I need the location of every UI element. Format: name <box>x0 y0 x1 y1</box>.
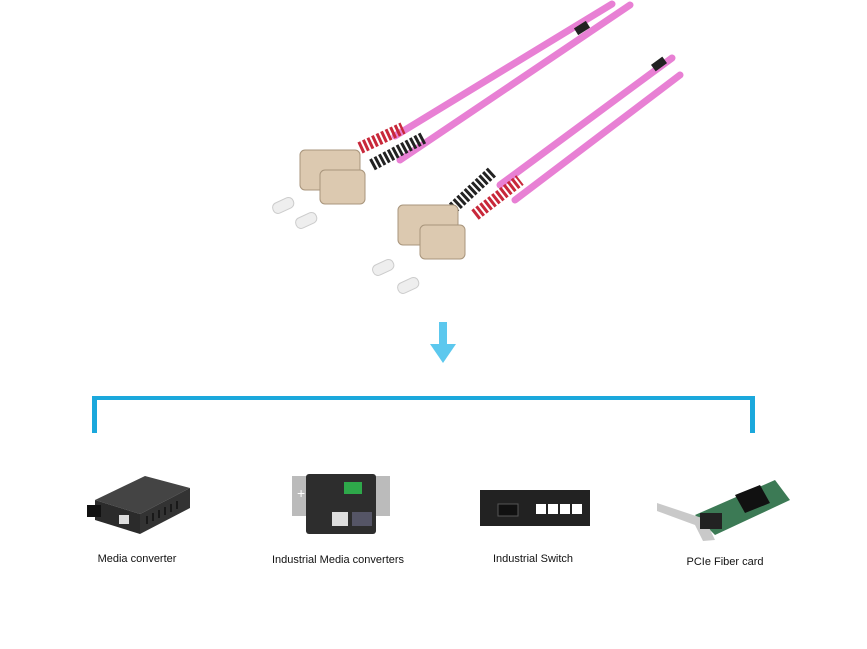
pcie-fiber-card-image <box>657 480 790 541</box>
down-arrow-icon <box>430 322 456 363</box>
svg-text:+: + <box>297 485 305 501</box>
fiber-patch-cable-image <box>272 0 684 294</box>
industrial-media-converter-image: + <box>292 474 390 534</box>
bracket-left <box>92 396 97 433</box>
device-label-pcie-fiber-card: PCIe Fiber card <box>686 556 764 568</box>
media-converter-image <box>87 476 190 534</box>
device-label-industrial-media-converters: Industrial Media converters <box>271 554 405 566</box>
bracket-horizontal <box>94 396 755 400</box>
industrial-switch-image <box>480 490 590 526</box>
device-label-media-converter: Media converter <box>97 553 177 565</box>
bracket-right <box>750 396 755 433</box>
device-label-industrial-switch: Industrial Switch <box>492 553 574 565</box>
